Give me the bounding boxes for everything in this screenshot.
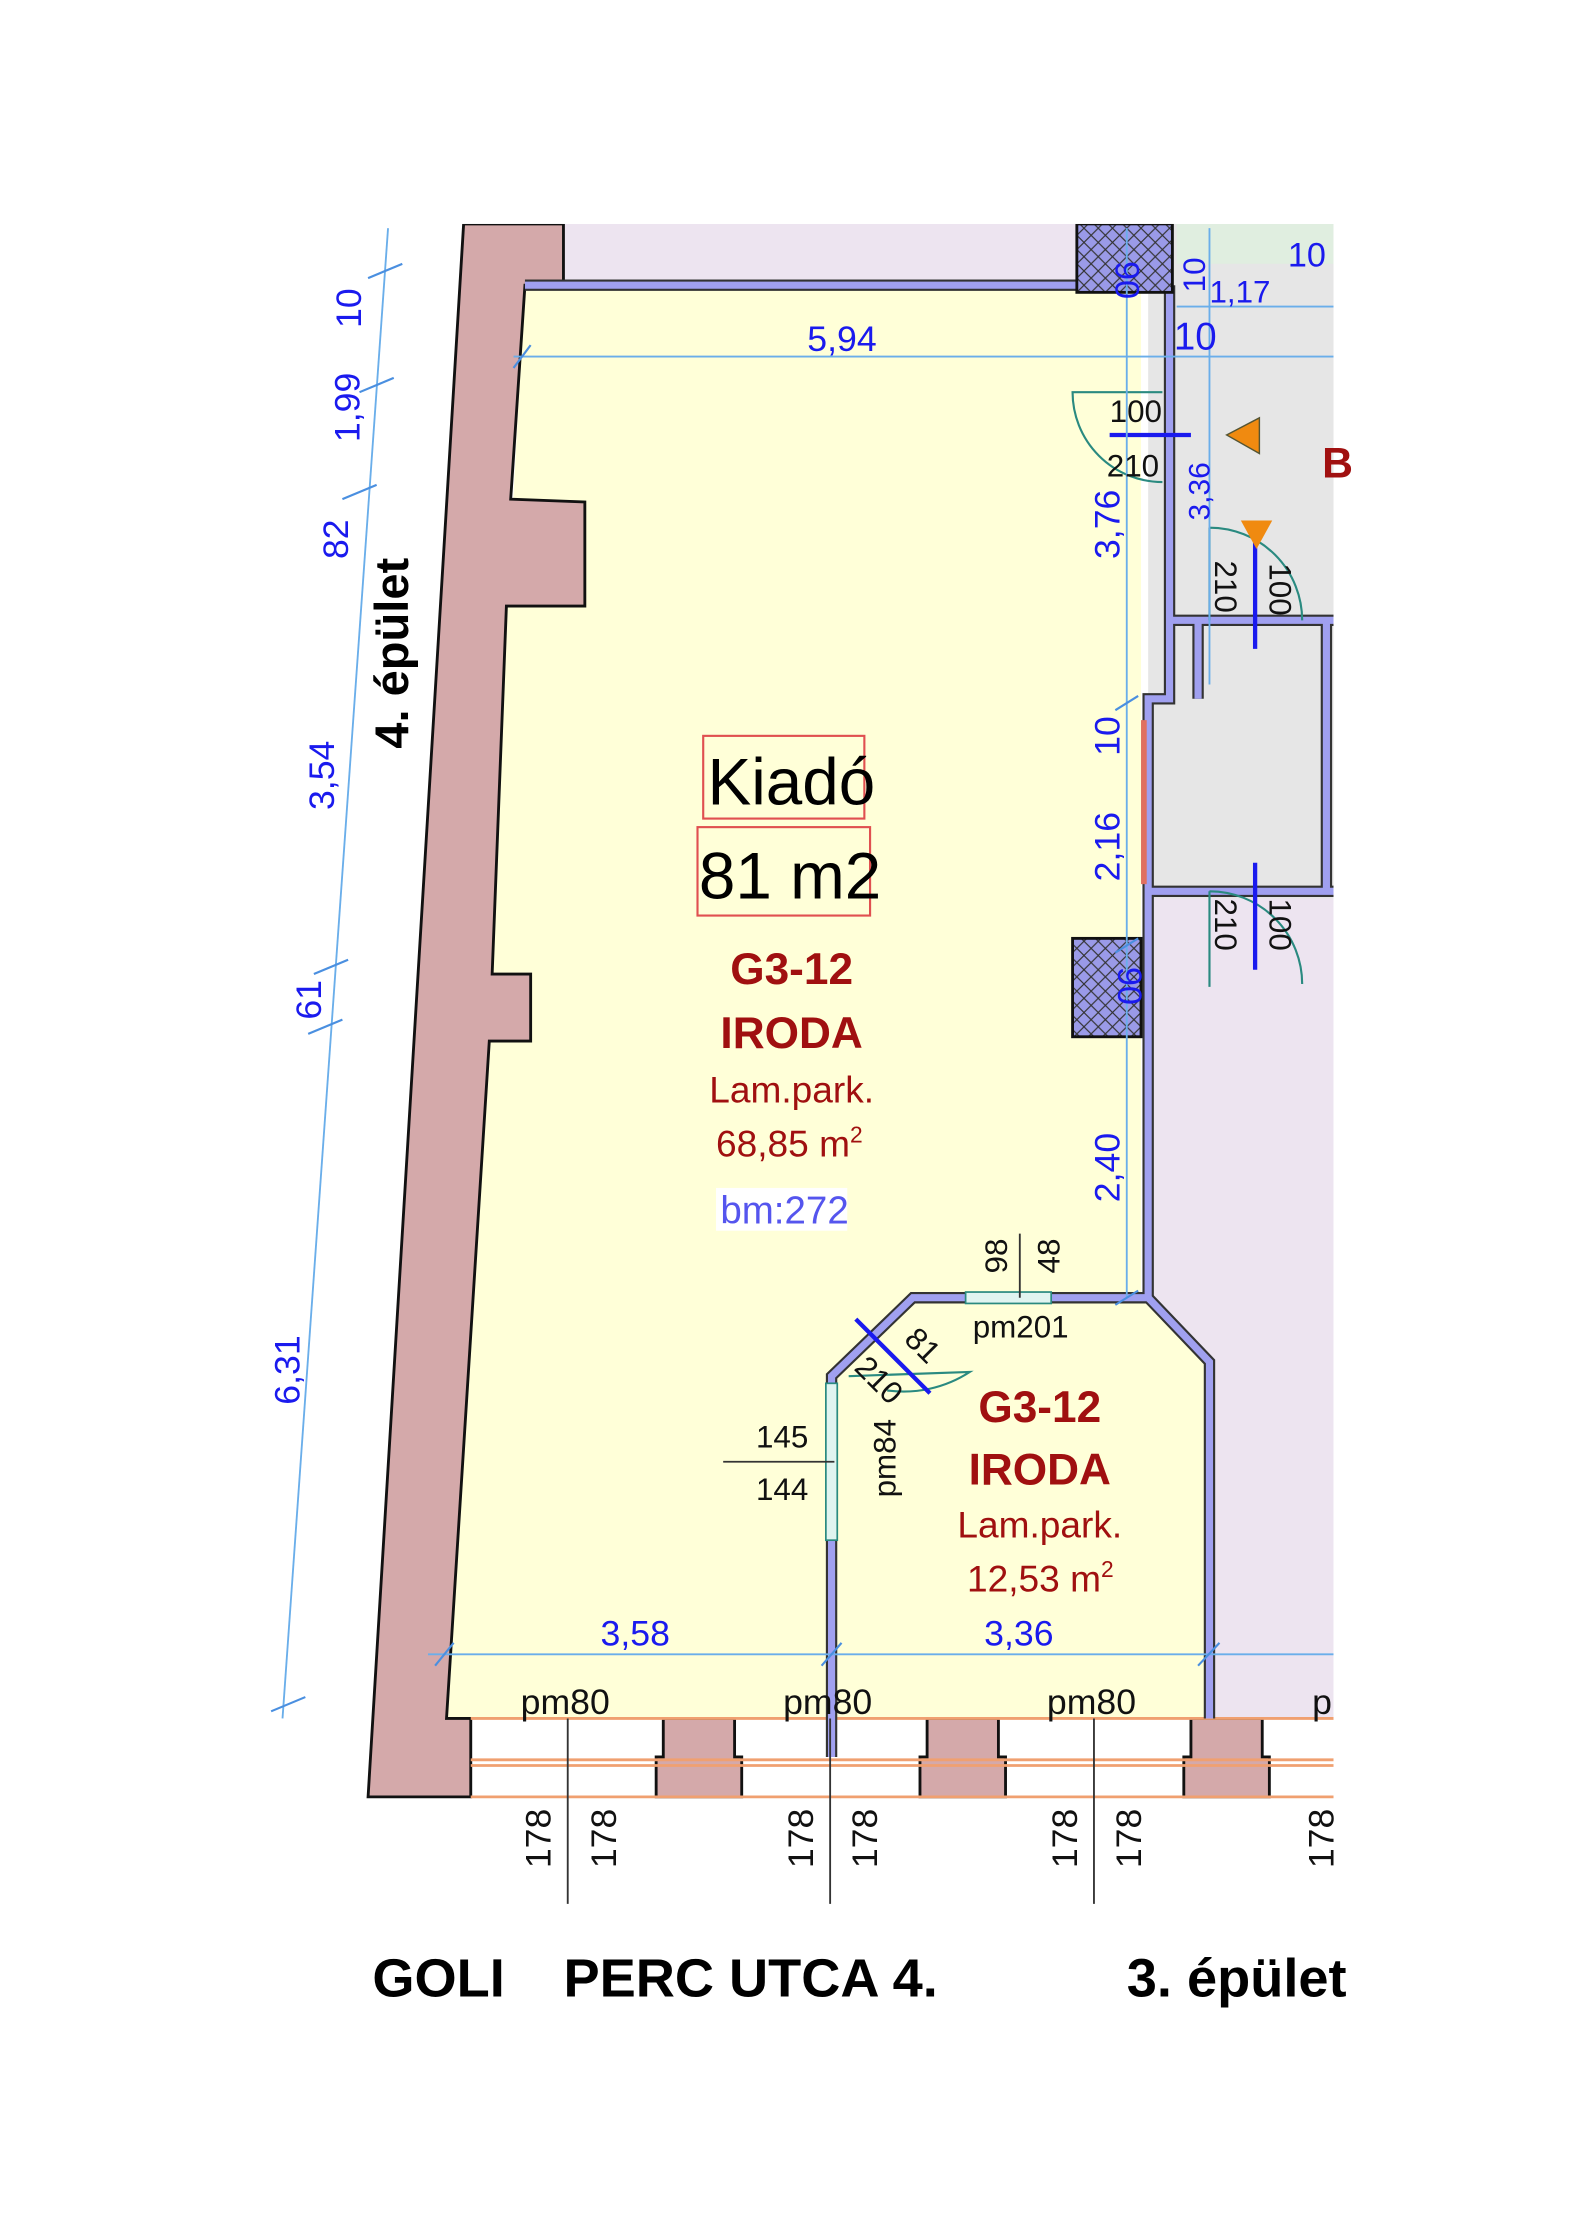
- rental-status-box: [702, 734, 866, 820]
- dim-label: 61: [289, 980, 329, 1020]
- sill-heights: 178 178 178 178 178 178 178: [519, 1809, 1342, 1868]
- window-pm201: [964, 1291, 1053, 1305]
- rental-status: Kiadó: [707, 745, 875, 818]
- dim-label: 3,58: [601, 1614, 670, 1654]
- column-middle: [1071, 936, 1143, 1039]
- dim-label: 10: [329, 288, 369, 328]
- room-small-id: G3-12: [978, 1383, 1101, 1432]
- svg-text:178: 178: [845, 1809, 885, 1868]
- door-width: 100: [1110, 394, 1162, 429]
- street-name: PERC UTCA 4.: [563, 1949, 937, 2009]
- dim-label: 82: [316, 519, 356, 559]
- rental-size-box: [696, 826, 872, 917]
- window-label: pm80: [521, 1682, 610, 1722]
- window-label: pm80: [783, 1682, 872, 1722]
- facade-windows: [470, 1717, 1334, 1799]
- dim-label: 3,76: [1088, 490, 1128, 559]
- room-main-area: 68,85 m2: [716, 1121, 863, 1164]
- column-top: [1075, 223, 1174, 294]
- dim-label: 1,17: [1209, 274, 1270, 309]
- dim-label: 10: [1088, 716, 1128, 756]
- window-label: pm201: [973, 1310, 1069, 1345]
- top-corridor-area: [563, 223, 1084, 289]
- room-small-area: 12,53 m2: [967, 1556, 1114, 1599]
- door-width: 100: [1262, 898, 1297, 950]
- window-dim: 98: [979, 1239, 1014, 1274]
- street-label-left: GOLI: [372, 1949, 504, 2009]
- window-dim: 145: [756, 1419, 808, 1454]
- window-label: p: [1312, 1682, 1332, 1722]
- window-dim: 48: [1032, 1239, 1067, 1274]
- orange-marker-icon: [1225, 416, 1261, 455]
- room-main-floor: Lam.park.: [709, 1068, 874, 1110]
- building-label-right: 3. épület: [1127, 1949, 1347, 2009]
- room-small-floor: Lam.park.: [957, 1503, 1122, 1545]
- dim-label: 3,54: [302, 741, 342, 810]
- dim-label: 10: [1174, 315, 1217, 358]
- column-label: 90: [1107, 261, 1145, 299]
- room-floor: [446, 285, 1210, 1719]
- door-height: 210: [1208, 560, 1243, 612]
- svg-text:178: 178: [1109, 1809, 1149, 1868]
- dim-label: 6,31: [268, 1335, 308, 1404]
- orange-marker-icon: [1240, 520, 1273, 550]
- door-swings: [848, 391, 1304, 1393]
- room-main-height: bm:272: [720, 1190, 848, 1233]
- window-dim: 144: [756, 1472, 808, 1507]
- column-label: 90: [1110, 967, 1148, 1005]
- door-height: 210: [1208, 898, 1243, 950]
- dim-label: 3,36: [984, 1614, 1053, 1654]
- right-green-area: [1176, 223, 1334, 264]
- dim-label: 2,40: [1088, 1133, 1128, 1202]
- svg-text:178: 178: [584, 1809, 624, 1868]
- left-dimension-chain: 10 1,99 82 3,54 61 6,31: [268, 288, 369, 1404]
- dim-label: 1,99: [328, 373, 368, 442]
- room-main-id: G3-12: [730, 945, 853, 994]
- dim-label: 10: [1288, 237, 1326, 275]
- dim-label: 10: [1177, 257, 1212, 292]
- window-label: pm80: [1047, 1682, 1136, 1722]
- room-main-type: IRODA: [720, 1009, 862, 1058]
- window-label: pm84: [868, 1419, 903, 1497]
- door-width: 100: [1262, 563, 1297, 615]
- dim-label: 3,36: [1183, 462, 1216, 520]
- svg-text:178: 178: [519, 1809, 559, 1868]
- dimension-lines: [281, 228, 1334, 1904]
- svg-text:178: 178: [781, 1809, 821, 1868]
- rental-size: 81 m2: [699, 839, 881, 912]
- svg-text:178: 178: [1302, 1809, 1342, 1868]
- room-small-type: IRODA: [969, 1446, 1111, 1495]
- dim-label: 2,16: [1088, 812, 1128, 881]
- svg-text:178: 178: [1045, 1809, 1085, 1868]
- dim-width-main: 5,94: [807, 319, 876, 359]
- facade-piers: [654, 1717, 1271, 1799]
- partial-room-label: B: [1322, 440, 1353, 488]
- right-gray-area: [1148, 223, 1334, 902]
- door-height: 210: [1107, 448, 1159, 483]
- building-label-left: 4. épület: [365, 558, 418, 749]
